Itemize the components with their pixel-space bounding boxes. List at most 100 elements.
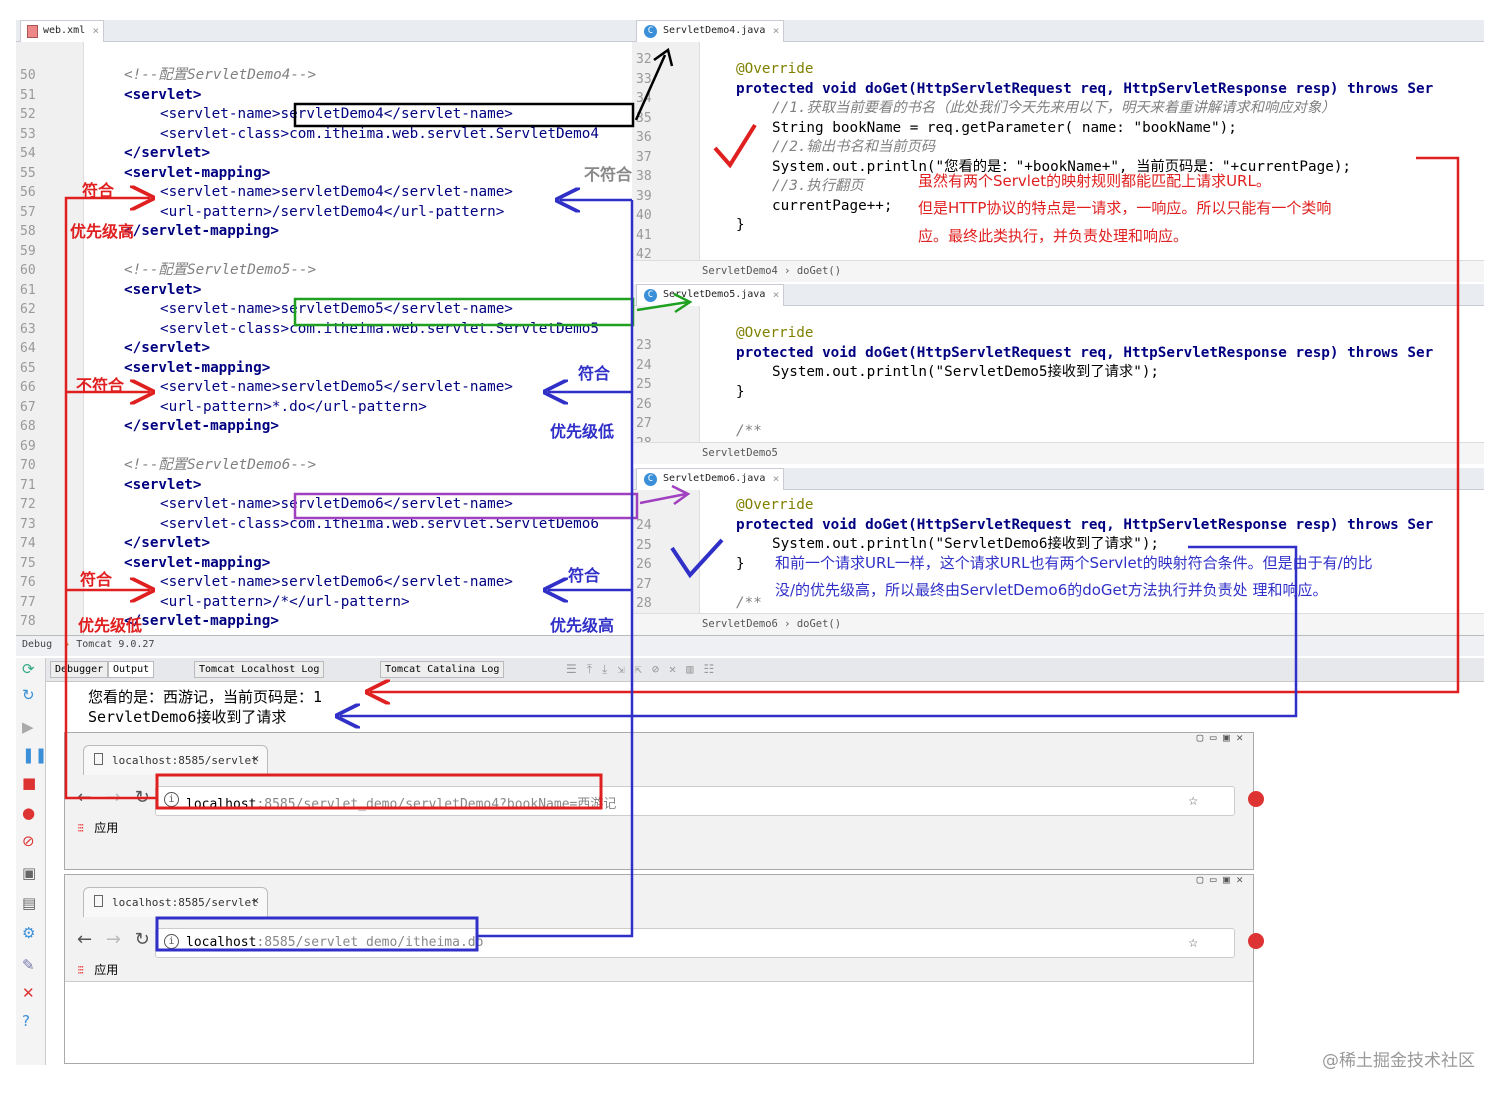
page-icon [94, 895, 103, 907]
extension-icon[interactable] [1248, 791, 1264, 807]
close-icon[interactable]: × [92, 24, 100, 37]
bookmarks-bar: ⁝⁝⁝ 应用 [77, 961, 118, 978]
window-controls[interactable]: ▢ ▭ ▣ ✕ [1196, 873, 1243, 886]
close-icon[interactable]: × [772, 288, 780, 301]
forward-icon[interactable]: → [105, 787, 121, 808]
line-number: 77 [20, 594, 36, 610]
apps-link[interactable]: 应用 [94, 821, 119, 835]
tab-servletdemo6[interactable]: C ServletDemo6.java × [636, 468, 785, 490]
browser-tab-title: localhost:8585/servlet [112, 754, 258, 767]
watermark: @稀土掘金技术社区 [1322, 1051, 1475, 1071]
label-match-77: 符合 [80, 570, 113, 589]
rerun-icon[interactable]: ⟳ [22, 660, 35, 678]
xml-code-line: <servlet-mapping> [124, 359, 271, 376]
breakpoints-icon[interactable]: ● [22, 804, 36, 822]
apps-link[interactable]: 应用 [94, 963, 119, 977]
layout-icon[interactable]: ▤ [22, 894, 37, 912]
url-path: :8585/servlet_demo/servletDemo4?bookName… [256, 797, 617, 812]
line-number: 59 [20, 243, 36, 259]
url-host: localhost [186, 935, 257, 950]
close-icon[interactable]: ✕ [252, 894, 259, 907]
resume-icon[interactable]: ▶ [22, 718, 34, 736]
pause-icon[interactable]: ❚❚ [22, 746, 48, 764]
close-icon[interactable]: × [772, 24, 780, 37]
browser-tab[interactable]: localhost:8585/servlet ✕ [83, 887, 268, 917]
settings-icon[interactable]: ⚙ [22, 924, 36, 942]
label-nomatch-67: 不符合 [76, 376, 125, 395]
label-low-priority-red: 优先级低 [78, 616, 143, 635]
xml-code-line: <servlet-class>com.itheima.web.servlet.S… [160, 320, 599, 337]
xml-code-line: <!--配置ServletDemo6--> [124, 457, 317, 473]
help-icon[interactable]: ? [22, 1012, 30, 1030]
tab-debugger[interactable]: Debugger [50, 661, 109, 678]
java-code-line: } [736, 555, 745, 572]
close-icon[interactable]: ✕ [252, 752, 259, 765]
line-number: 66 [20, 380, 36, 395]
line-number: 63 [20, 321, 36, 337]
nav-buttons: ← → ↻ [77, 929, 150, 950]
note-demo4-1: 虽然有两个Servlet的映射规则都能匹配上请求URL。 [918, 172, 1271, 190]
reload-icon[interactable]: ↻ [134, 929, 150, 950]
back-icon[interactable]: ← [77, 929, 93, 950]
apps-icon[interactable]: ⁝⁝⁝ [77, 963, 85, 977]
label-high-priority-red: 优先级高 [70, 222, 135, 241]
line-number: 57 [20, 204, 36, 220]
line-number: 52 [20, 107, 36, 122]
line-number: 70 [20, 458, 36, 473]
xml-code-line: </servlet-mapping> [124, 223, 279, 239]
note-demo4-3: 应。最终此类执行，并负责处理和响应。 [918, 227, 1189, 245]
xml-code-line: <!--配置ServletDemo5--> [124, 262, 317, 278]
webxml-tabbar: web.xml × [16, 20, 632, 42]
address-bar[interactable]: i localhost:8585/servlet_demo/itheima.do… [155, 928, 1264, 958]
tab-web-xml[interactable]: web.xml × [20, 20, 105, 42]
tab-servletdemo4[interactable]: C ServletDemo4.java × [636, 20, 785, 42]
back-icon[interactable]: ← [77, 787, 93, 808]
star-icon[interactable]: ☆ [1188, 932, 1198, 951]
java-code-line: @Override [736, 497, 814, 513]
tab-tomcat-localhost-log[interactable]: Tomcat Localhost Log [194, 661, 325, 678]
xml-code-line: <servlet-mapping> [124, 164, 271, 181]
mute-breakpoints-icon[interactable]: ⊘ [22, 832, 35, 850]
line-number: 36 [636, 130, 652, 145]
line-number: 55 [20, 165, 36, 181]
xml-code-area[interactable]: <!--配置ServletDemo4--><servlet><servlet-n… [16, 42, 632, 635]
camera-icon[interactable]: ▣ [22, 864, 37, 882]
run-config-name[interactable]: Tomcat 9.0.27 [76, 639, 155, 650]
refresh-icon[interactable]: ↻ [22, 686, 35, 704]
forward-icon[interactable]: → [105, 929, 121, 950]
line-number: 56 [20, 185, 36, 200]
address-bar[interactable]: i localhost:8585/servlet_demo/servletDem… [155, 786, 1264, 816]
close-icon[interactable]: ✕ [22, 984, 35, 1002]
debug-toolbar-icons[interactable]: ☰⤒⤓⇲⇱⊘✕▥☷ [566, 662, 725, 676]
window-controls[interactable]: ▢ ▭ ▣ ✕ [1196, 731, 1243, 744]
xml-code-line: <url-pattern>*.do</url-pattern> [160, 398, 427, 415]
line-number: 78 [20, 614, 36, 629]
xml-code-line: <servlet> [124, 476, 202, 493]
info-icon: i [164, 934, 179, 949]
extension-icon[interactable] [1248, 933, 1264, 949]
line-number: 71 [20, 477, 36, 493]
stop-icon[interactable]: ■ [22, 774, 37, 792]
tab-output[interactable]: Output [108, 661, 155, 678]
tab-servletdemo5[interactable]: C ServletDemo5.java × [636, 284, 785, 306]
line-number: 50 [20, 68, 36, 83]
tab-tomcat-catalina-log[interactable]: Tomcat Catalina Log [380, 661, 505, 678]
output-line-2: ServletDemo6接收到了请求 [88, 708, 287, 726]
output-line-1: 您看的是：西游记，当前页码是：1 [88, 688, 323, 706]
java-code-line: protected void doGet(HttpServletRequest … [736, 344, 1434, 361]
note-demo6-1: 和前一个请求URL一样，这个请求URL也有两个Servlet的映射符合条件。但是… [775, 554, 1373, 572]
xml-file-icon [27, 25, 38, 38]
apps-icon[interactable]: ⁝⁝⁝ [77, 821, 85, 835]
line-number: 60 [20, 263, 36, 278]
note-demo6-2: 没/的优先级高，所以最终由ServletDemo6的doGet方法执行并负责处 … [775, 581, 1328, 599]
star-icon[interactable]: ☆ [1188, 790, 1198, 809]
pin-icon[interactable]: ✎ [22, 956, 35, 974]
label-match-67: 符合 [578, 364, 611, 383]
close-icon[interactable]: × [772, 472, 780, 485]
xml-code-line: <servlet-class>com.itheima.web.servlet.S… [160, 515, 599, 532]
java-code-line: //3.执行翻页 [772, 178, 864, 194]
reload-icon[interactable]: ↻ [134, 787, 150, 808]
browser-tab[interactable]: localhost:8585/servlet ✕ [83, 745, 268, 775]
